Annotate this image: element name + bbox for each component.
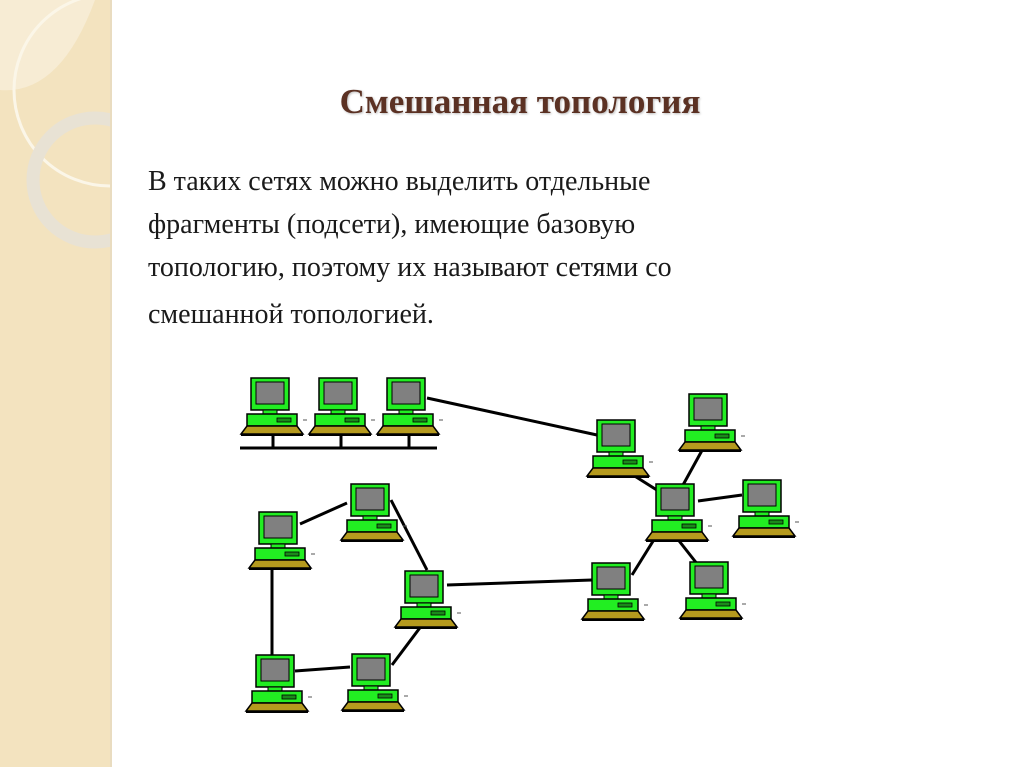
computer-icon	[581, 562, 649, 621]
body-line: фрагменты (подсети), имеющие базовую	[148, 209, 636, 240]
link	[389, 499, 429, 571]
computer-icon	[308, 377, 376, 436]
decorative-sidebar	[0, 0, 112, 767]
link	[630, 537, 657, 576]
computer-icon	[341, 653, 409, 712]
link	[390, 624, 424, 666]
link	[697, 493, 743, 503]
computer-icon	[586, 419, 654, 478]
body-line: топологию, поэтому их называют сетями со	[148, 252, 672, 283]
slide-body-text: В таких сетях можно выделить отдельные ф…	[148, 160, 908, 336]
slide-title: Смешанная топология	[339, 82, 701, 121]
computer-icon	[245, 654, 313, 713]
link	[299, 501, 348, 526]
link	[446, 578, 593, 587]
computer-icon	[679, 561, 747, 620]
body-line: В таких сетях можно выделить отдельные	[148, 166, 651, 197]
link	[294, 665, 351, 673]
computer-icon	[240, 377, 308, 436]
computer-icon	[394, 570, 462, 629]
body-line: смешанной топологией.	[148, 299, 434, 330]
computer-icon	[678, 393, 746, 452]
computer-icon	[645, 483, 713, 542]
link	[426, 396, 598, 437]
computer-icon	[732, 479, 800, 538]
computer-icon	[376, 377, 444, 436]
decorative-circles	[0, 0, 110, 249]
